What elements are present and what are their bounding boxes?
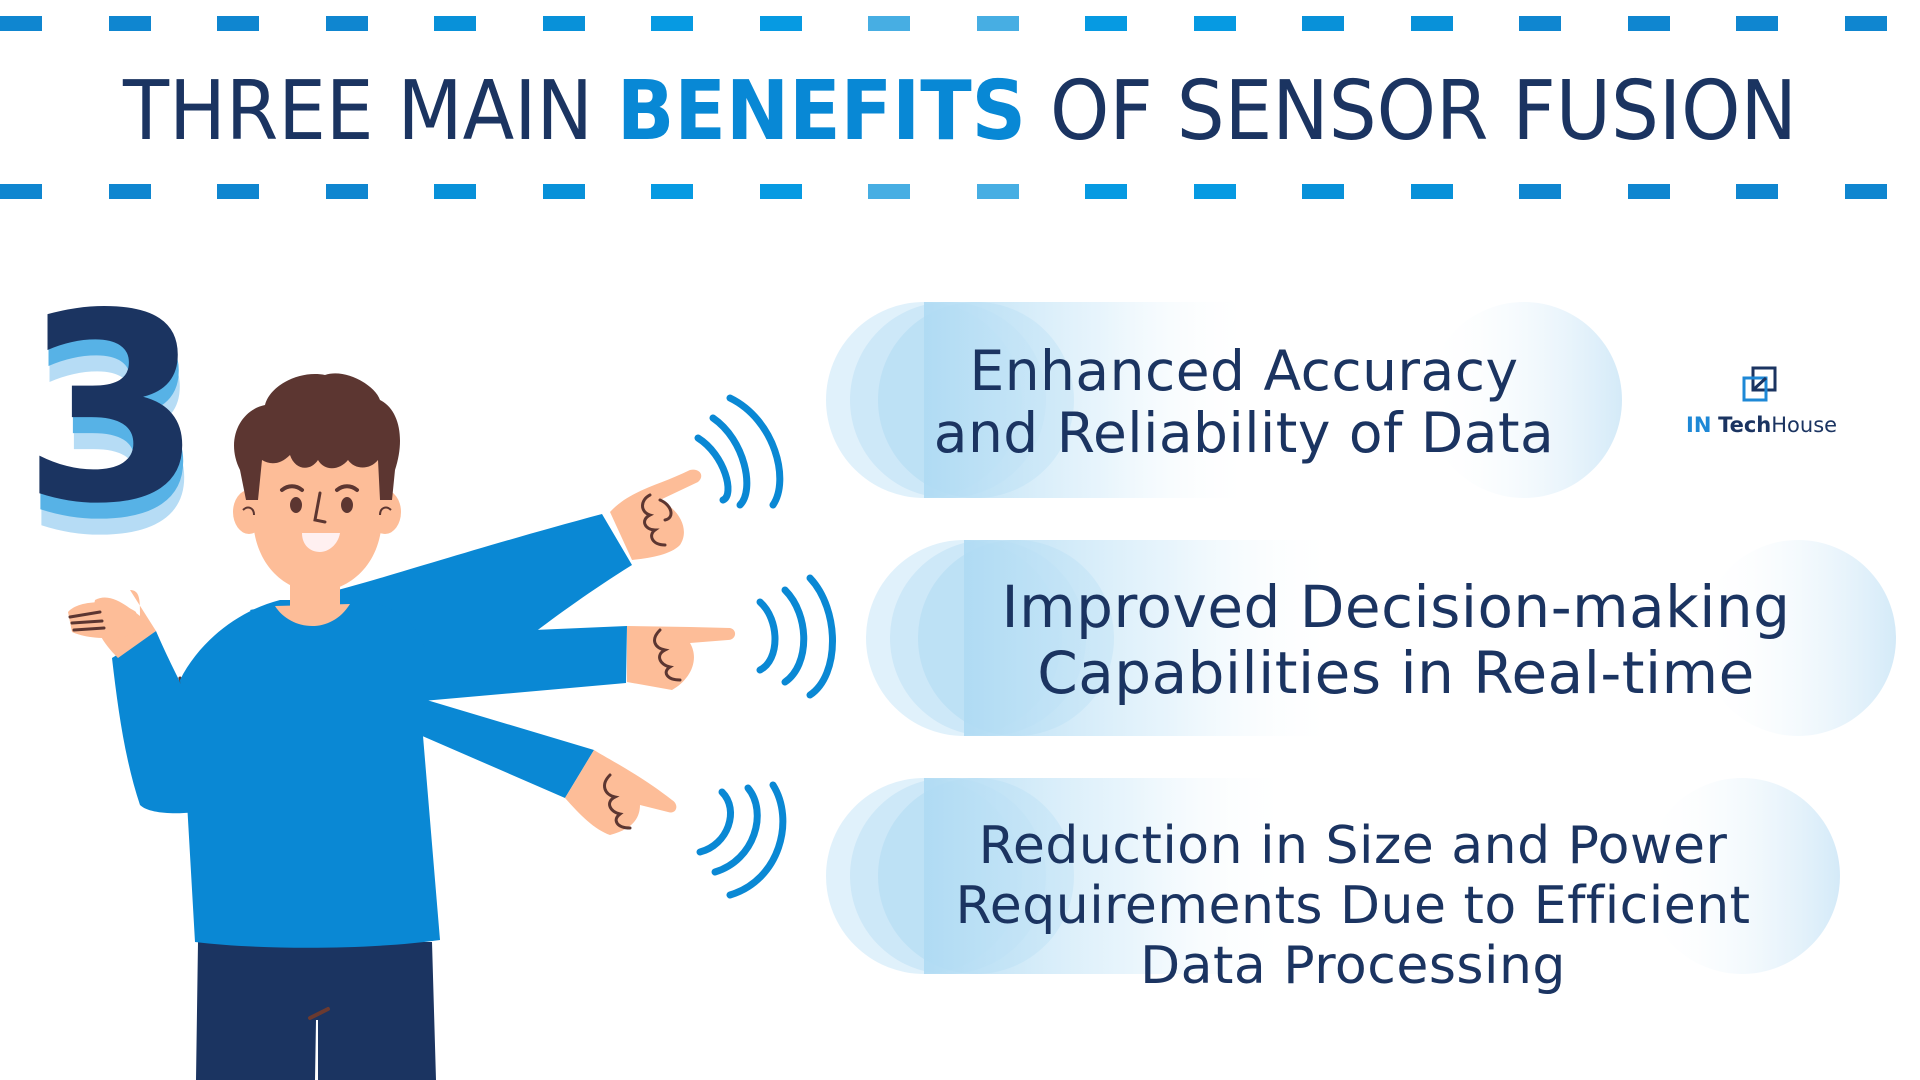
- pill-background: [826, 302, 1622, 498]
- dash-segment: [108, 16, 151, 31]
- dash-segment: [1736, 184, 1778, 199]
- number-main: 3: [22, 259, 203, 561]
- number-shadow-mid: 3: [23, 275, 204, 577]
- dash-segment: [868, 184, 910, 199]
- company-logo: IN TechHouse: [1680, 365, 1840, 455]
- benefit-line: Reduction in Size and Power: [978, 816, 1728, 876]
- benefit-line: Enhanced Accuracy: [969, 339, 1519, 403]
- dash-segment: [217, 184, 259, 199]
- dash-segment: [1193, 184, 1236, 199]
- benefit-line: Capabilities in Real-time: [1037, 639, 1755, 707]
- title-part-1: THREE MAIN: [123, 64, 617, 159]
- signal-waves-top: [694, 394, 784, 509]
- benefit-line: Data Processing: [1140, 936, 1566, 996]
- head: [233, 373, 401, 592]
- dash-segment: [1410, 184, 1453, 199]
- dash-segment: [868, 16, 910, 31]
- dash-segment: [759, 184, 802, 199]
- dash-segment: [1085, 184, 1127, 199]
- dash-segment: [1519, 16, 1561, 31]
- dash-segment: [108, 184, 151, 199]
- benefit-card-3: Reduction in Size and Power Requirements…: [826, 778, 1840, 996]
- dash-segment: [976, 16, 1019, 31]
- pointing-person-illustration: [68, 373, 836, 1080]
- signal-waves-middle: [756, 574, 836, 699]
- dash-segment: [1302, 16, 1344, 31]
- pointing-hand-middle: [627, 626, 736, 690]
- pointing-hand-top: [610, 469, 702, 560]
- title-highlight: BENEFITS: [616, 64, 1027, 159]
- benefit-card-1: Enhanced Accuracy and Reliability of Dat…: [826, 302, 1622, 498]
- dash-segment: [976, 184, 1019, 199]
- pill-background: [826, 778, 1840, 974]
- pointing-hand-bottom: [565, 750, 677, 835]
- dash-segment: [1085, 16, 1127, 31]
- dash-segment: [542, 16, 585, 31]
- header-dash-line-top: [0, 16, 1920, 32]
- dash-segment: [1844, 16, 1887, 31]
- dash-segment: [325, 16, 368, 31]
- signal-waves-bottom: [696, 781, 787, 899]
- pants: [196, 942, 436, 1080]
- benefit-text: Enhanced Accuracy and Reliability of Dat…: [826, 340, 1622, 464]
- page-title: THREE MAIN BENEFITS OF SENSOR FUSION: [77, 62, 1843, 162]
- header-dash-line-bottom: [0, 184, 1920, 200]
- benefit-line: Requirements Due to Efficient: [955, 876, 1751, 936]
- dash-segment: [651, 16, 693, 31]
- dash-segment: [434, 184, 476, 199]
- number-shadow-light: 3: [24, 291, 205, 593]
- dash-segment: [651, 184, 693, 199]
- title-part-2: OF SENSOR FUSION: [1026, 64, 1797, 159]
- benefit-line: Improved Decision-making: [1001, 573, 1791, 641]
- dash-segment: [325, 184, 368, 199]
- dash-segment: [217, 16, 259, 31]
- dash-segment: [1844, 184, 1887, 199]
- dash-segment: [434, 16, 476, 31]
- dash-segment: [0, 16, 42, 31]
- logo-in: IN: [1686, 413, 1712, 437]
- dash-segment: [1410, 16, 1453, 31]
- dash-segment: [1736, 16, 1778, 31]
- logo-squares-icon: [1742, 366, 1777, 402]
- benefit-line: and Reliability of Data: [933, 401, 1555, 465]
- benefit-text: Improved Decision-making Capabilities in…: [866, 574, 1896, 706]
- dash-segment: [1519, 184, 1561, 199]
- benefit-card-2: Improved Decision-making Capabilities in…: [866, 540, 1896, 736]
- logo-wordmark: IN TechHouse: [1686, 413, 1846, 437]
- dash-segment: [759, 16, 802, 31]
- torso: [180, 600, 440, 948]
- dash-segment: [1627, 16, 1670, 31]
- benefit-text: Reduction in Size and Power Requirements…: [826, 816, 1840, 996]
- big-number-three: 3 3 3: [22, 259, 205, 577]
- logo-tech: Tech: [1718, 413, 1772, 437]
- dash-segment: [542, 184, 585, 199]
- dash-segment: [1302, 184, 1344, 199]
- pill-background: [866, 540, 1896, 736]
- logo-house: House: [1771, 413, 1838, 437]
- dash-segment: [1627, 184, 1670, 199]
- dash-segment: [0, 184, 42, 199]
- dash-segment: [1193, 16, 1236, 31]
